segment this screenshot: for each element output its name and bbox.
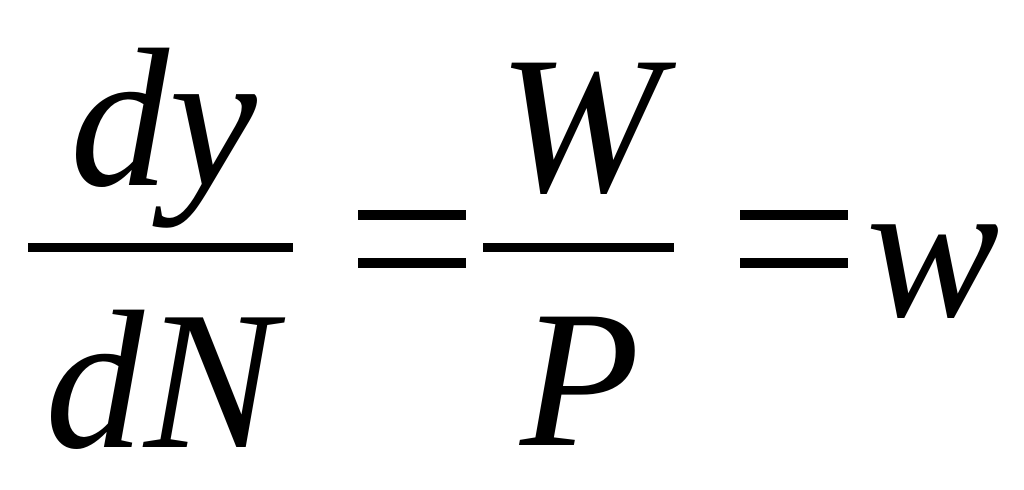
equals-1-top-line <box>358 210 466 220</box>
equals-sign-2: = <box>740 210 848 270</box>
fraction-bar-2 <box>483 243 674 252</box>
result-w: w <box>866 139 1000 360</box>
denominator-dN: dN <box>45 271 277 490</box>
equals-2-bottom-line <box>740 258 848 268</box>
numerator-dy: dy <box>70 9 257 228</box>
equals-sign-1: = <box>358 210 466 270</box>
fraction-bar-1 <box>28 243 293 252</box>
numerator-W: W <box>498 17 662 234</box>
equals-1-bottom-line <box>358 258 466 268</box>
equals-2-top-line <box>740 210 848 220</box>
denominator-P: P <box>520 271 640 488</box>
